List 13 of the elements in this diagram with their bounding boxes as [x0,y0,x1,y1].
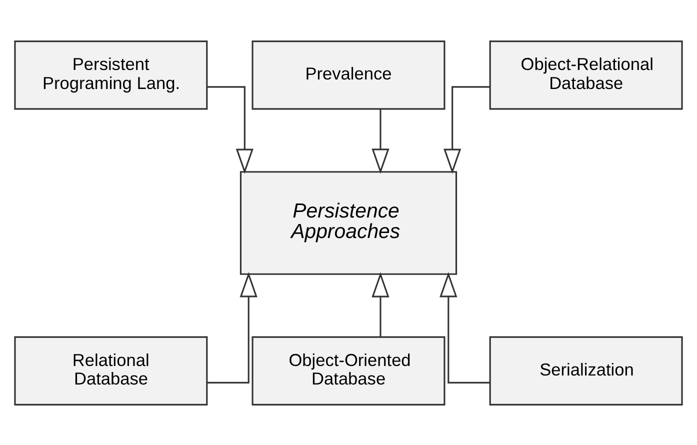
node-box: Object-Relational Database [489,40,683,110]
node-box: Object-Oriented Database [252,336,446,405]
node-box: Persistence Approaches [240,170,458,274]
arrow [207,272,258,383]
node-box: Persistent Programing Lang. [14,40,208,110]
arrow [372,272,390,336]
arrow [207,86,254,174]
arrow [372,108,390,174]
node-box: Prevalence [252,40,446,110]
arrow [440,272,490,383]
node-box: Relational Database [14,336,208,405]
arrow [444,86,490,174]
node-box: Serialization [489,336,683,405]
